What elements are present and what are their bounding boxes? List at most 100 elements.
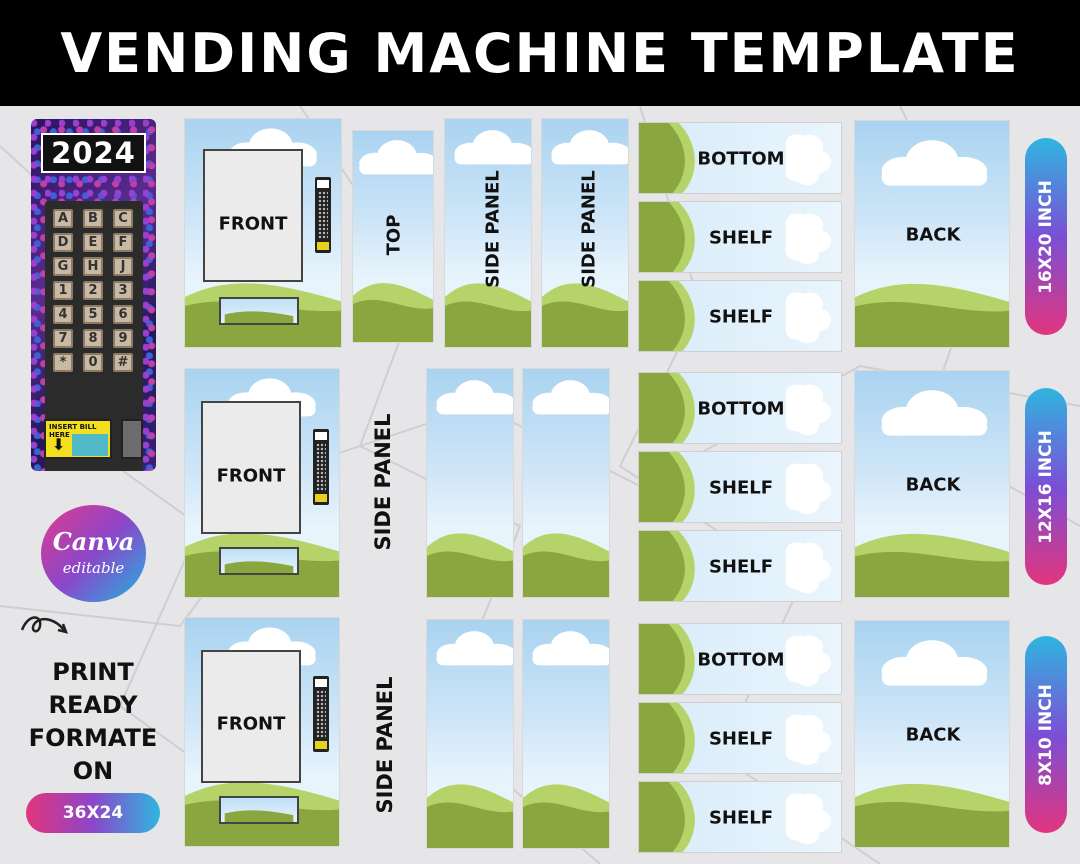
strip-scene [639,531,832,601]
cloud-icon [785,213,832,265]
shelf-label: SHELF [708,807,774,829]
keypad-key: 7 [53,329,73,348]
coin-slot [121,419,143,459]
keypad-key: 9 [113,329,133,348]
side-panel-label: SIDE PANEL [482,170,504,288]
front-window [203,149,303,282]
sky-hills-scene [353,140,433,342]
strip-scene [639,123,832,193]
sky-hills-scene [445,130,531,347]
dispense-slot [219,796,299,824]
back-panel-16x20: BACK [854,120,1010,348]
keypad-key: 1 [53,281,73,300]
keypad-key: 2 [83,281,103,300]
back-label: BACK [905,224,961,246]
size-badge-16x20: 16X20 INCH [1025,138,1067,335]
canva-brand: Canva [52,527,135,556]
sky-hills-scene [427,631,513,848]
keypad-key: # [113,353,133,372]
keypad-key: 5 [83,305,103,324]
side-panel-label: SIDE PANEL [371,413,395,551]
cloud-icon [551,130,628,165]
front-window [201,401,301,534]
keypad-key: 6 [113,305,133,324]
keypad-key: 3 [113,281,133,300]
print-ready-text: PRINT READY FORMATE ON [18,656,168,788]
keypad-key: * [53,353,73,372]
strip-scene [639,452,832,522]
cloud-icon [785,714,832,766]
cloud-icon [436,631,513,666]
keypad-key: G [53,257,73,276]
cloud-icon [785,384,832,436]
cloud-icon [881,140,988,186]
keypad-key: F [113,233,133,252]
back-label: BACK [905,724,961,746]
shelf-label: SHELF [708,227,774,249]
strip-scene [639,202,832,272]
keypad-key: E [83,233,103,252]
print-line: READY [48,691,138,719]
size-badge-12x16: 12X16 INCH [1025,388,1067,585]
shelf-strip-a-8x10: SHELF [638,702,842,774]
cloud-icon [359,140,433,175]
bottom-strip-8x10: BOTTOM [638,623,842,695]
slot-hills [224,810,294,822]
size-label: 8X10 INCH [1036,683,1056,786]
front-panel-12x16: FRONT [184,368,340,598]
sky-hills-scene [855,140,1009,347]
cloud-icon [436,380,513,415]
strip-scene [639,624,832,694]
front-panel-8x10: FRONT [184,617,340,847]
shelf-label: SHELF [708,728,774,750]
slot-hills [224,561,294,573]
bottom-label: BOTTOM [697,398,785,420]
side-panel-a-16x20: SIDE PANEL [444,118,532,348]
side-panel-a-8x10 [426,619,514,849]
shelf-label: SHELF [708,477,774,499]
strip-scene [639,281,832,351]
keypad-key: 0 [83,353,103,372]
shelf-strip-a-12x16: SHELF [638,451,842,523]
front-label: FRONT [216,465,286,487]
sky-hills-scene [523,380,609,597]
dispense-slot [219,297,299,325]
size-label: 16X20 INCH [1036,179,1056,294]
shelf-strip-b-12x16: SHELF [638,530,842,602]
keypad-key: B [83,209,103,228]
front-panel-16x20: FRONT [184,118,342,348]
strip-scene [639,782,832,852]
keypad-key: C [113,209,133,228]
print-line: PRINT [52,658,134,686]
bottom-label: BOTTOM [697,649,785,671]
side-panel-b-8x10 [522,619,610,849]
sky-hills-scene [523,631,609,848]
keypad-key: D [53,233,73,252]
mini-keypad [313,429,329,505]
dispense-slot [219,547,299,575]
shelf-label: SHELF [708,556,774,578]
cloud-icon [785,635,832,687]
cloud-icon [532,631,609,666]
slot-hills [224,311,294,323]
cloud-icon [785,134,832,186]
side-panel-b-12x16 [522,368,610,598]
top-label: TOP [383,214,405,256]
strip-scene [639,373,832,443]
bottom-label: BOTTOM [697,148,785,170]
top-panel-16x20: TOP [352,130,434,343]
money-icon [72,434,108,456]
keypad-key: 4 [53,305,73,324]
cloud-icon [532,380,609,415]
cloud-icon [454,130,531,165]
front-window [201,650,301,783]
side-panel-label: SIDE PANEL [578,170,600,288]
sky-hills-scene [855,390,1009,597]
front-label: FRONT [218,213,288,235]
side-panel-label: SIDE PANEL [373,676,397,814]
shelf-strip-b-8x10: SHELF [638,781,842,853]
cloud-icon [881,390,988,436]
bottom-strip-12x16: BOTTOM [638,372,842,444]
